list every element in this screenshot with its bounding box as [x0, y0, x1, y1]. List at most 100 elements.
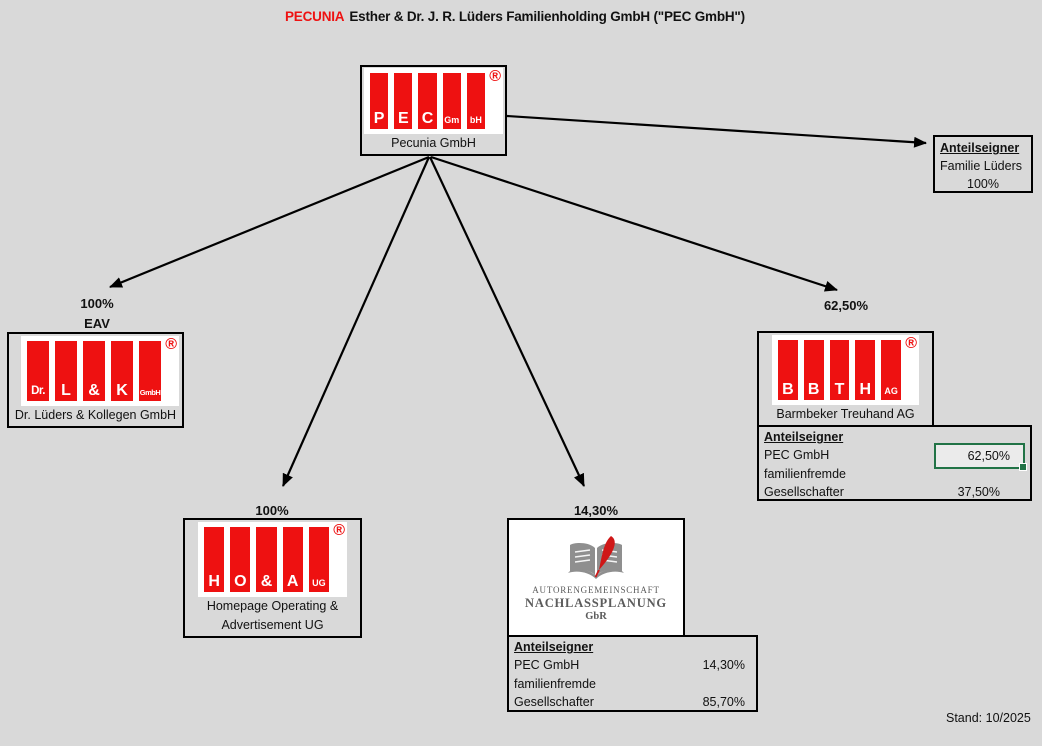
logo-bar: Dr. [27, 341, 49, 401]
shareholder-name: familienfremde [514, 676, 596, 691]
shareholder-row: Gesellschafter 37,50% [759, 483, 1030, 502]
arrow-pec-to-dlk [109, 155, 430, 289]
node-label: Pecunia GmbH [362, 134, 505, 154]
selected-cell[interactable]: 62,50% [934, 443, 1027, 471]
dlk-percent: 100% [80, 296, 114, 311]
shareholder-row: familienfremde [759, 465, 1030, 484]
logo-bar: E [394, 73, 413, 129]
logo-bar: bH [466, 73, 486, 129]
bbth-ownership-label: 62,50% [806, 296, 886, 316]
hoa-ownership-label: 100% [232, 501, 312, 521]
bar-letter: AG [884, 386, 898, 396]
gbr-logo-line3: GbR [585, 611, 607, 622]
pecunia-gmbh-node[interactable]: P E C Gm bH ® Pecunia GmbH [360, 65, 507, 156]
bar-letter: GmbH [139, 387, 161, 397]
hoa-logo: H O & A UG ® [198, 522, 347, 597]
gbr-ownership-label: 14,30% [556, 501, 636, 521]
gbr-shareholders-box[interactable]: Anteilseigner PEC GmbH 14,30% familienfr… [507, 635, 758, 712]
dlk-node[interactable]: Dr. L & K GmbH ® Dr. Lüders & Kollegen G… [7, 332, 184, 428]
shareholder-name: familienfremde [764, 466, 846, 481]
logo-bar: & [83, 341, 105, 401]
bbth-node[interactable]: B B T H AG ® Barmbeker Treuhand AG [757, 331, 934, 427]
shareholder-row: familienfremde [509, 675, 756, 694]
registered-trademark-icon: ® [905, 335, 917, 352]
logo-bar: Gm [442, 73, 461, 129]
bar-letter: P [373, 110, 385, 127]
gbr-node[interactable]: AUTORENGEMEINSCHAFT NACHLASSPLANUNG GbR [507, 518, 685, 637]
gbr-logo-line1: AUTORENGEMEINSCHAFT [532, 585, 660, 595]
bar-letter: UG [312, 578, 326, 588]
book-quill-icon [568, 536, 624, 579]
logo-bar: UG [308, 527, 330, 592]
registered-trademark-icon: ® [489, 68, 501, 85]
shareholder-name: Familie Lüders [940, 159, 1022, 173]
node-label: Barmbeker Treuhand AG [759, 405, 932, 425]
arrow-pec-to-gbr [429, 156, 585, 487]
shareholder-value: 14,30% [702, 658, 745, 672]
logo-bar: H [204, 527, 225, 592]
shareholders-heading: Anteilseigner [764, 430, 844, 444]
arrow-pec-to-hoa [281, 156, 431, 487]
bar-letter: H [208, 573, 220, 590]
node-label-line1: Homepage Operating & [206, 599, 339, 613]
bar-letter: Dr. [31, 384, 45, 397]
shareholder-row: Gesellschafter 85,70% [509, 693, 756, 712]
bar-letter: B [807, 381, 820, 398]
logo-bar: K [111, 341, 133, 401]
bar-letter: B [782, 381, 794, 398]
shareholders-heading: Anteilseigner [940, 141, 1020, 155]
bar-letter: bH [469, 115, 482, 125]
bar-letter: T [834, 381, 845, 398]
bar-letter: E [397, 110, 409, 127]
bbth-shareholders-box[interactable]: Anteilseigner PEC GmbH 62,50% familienfr… [757, 425, 1032, 501]
status-date: Stand: 10/2025 [946, 711, 1031, 725]
hoa-node[interactable]: H O & A UG ® Homepage Operating & Advert… [183, 518, 362, 638]
dlk-logo: Dr. L & K GmbH ® [21, 336, 179, 406]
bar-letter: L [61, 382, 71, 399]
dlk-eav-tag: EAV [84, 316, 110, 331]
arrow-pec-to-family-shareholder [506, 114, 927, 148]
node-label: Homepage Operating & Advertisement UG [185, 597, 360, 636]
bar-letter: K [116, 382, 128, 399]
bar-letter: Gm [444, 115, 460, 125]
shareholder-row: PEC GmbH 62,50% [759, 443, 1030, 471]
bar-letter: A [286, 573, 299, 590]
shareholder-row: PEC GmbH 14,30% [509, 656, 756, 675]
shareholder-name: PEC GmbH [514, 658, 580, 672]
title-brand: PECUNIA [285, 9, 345, 24]
logo-bar: B [803, 340, 824, 400]
logo-bar: A [282, 527, 303, 592]
logo-bar: P [370, 73, 389, 129]
fill-handle[interactable] [1019, 463, 1027, 471]
selected-cell-value: 62,50% [967, 448, 1010, 463]
gbr-logo-line2: NACHLASSPLANUNG [525, 596, 667, 610]
hoa-percent: 100% [255, 503, 289, 518]
logo-bar: T [829, 340, 850, 400]
shareholder-name: Gesellschafter [764, 485, 844, 499]
logo-bar: GmbH [139, 341, 161, 401]
logo-bar: C [418, 73, 437, 129]
logo-bar: & [256, 527, 277, 592]
bar-letter: C [421, 110, 434, 127]
family-shareholder-box[interactable]: Anteilseigner Familie Lüders 100% [933, 135, 1033, 193]
arrow-pec-to-bbth [430, 155, 838, 292]
bar-letter: & [88, 382, 100, 399]
gbr-logo: AUTORENGEMEINSCHAFT NACHLASSPLANUNG GbR [509, 520, 683, 635]
pec-logo: P E C Gm bH ® [364, 68, 503, 134]
logo-bar: AG [881, 340, 901, 400]
bar-letter: H [859, 381, 872, 398]
bar-letter: & [260, 573, 273, 590]
node-label-line2: Advertisement UG [221, 618, 324, 632]
logo-bar: L [55, 341, 77, 401]
registered-trademark-icon: ® [333, 522, 345, 539]
registered-trademark-icon: ® [165, 336, 177, 353]
bbth-percent: 62,50% [823, 298, 869, 313]
bbth-logo: B B T H AG ® [772, 335, 919, 405]
logo-bar: O [230, 527, 251, 592]
page-title: PECUNIA Esther & Dr. J. R. Lüders Familie… [285, 9, 745, 24]
shareholder-value: 37,50% [957, 485, 1000, 499]
node-label: Dr. Lüders & Kollegen GmbH [9, 406, 182, 426]
shareholders-heading: Anteilseigner [514, 640, 594, 654]
title-text: Esther & Dr. J. R. Lüders Familienholdin… [349, 9, 745, 24]
